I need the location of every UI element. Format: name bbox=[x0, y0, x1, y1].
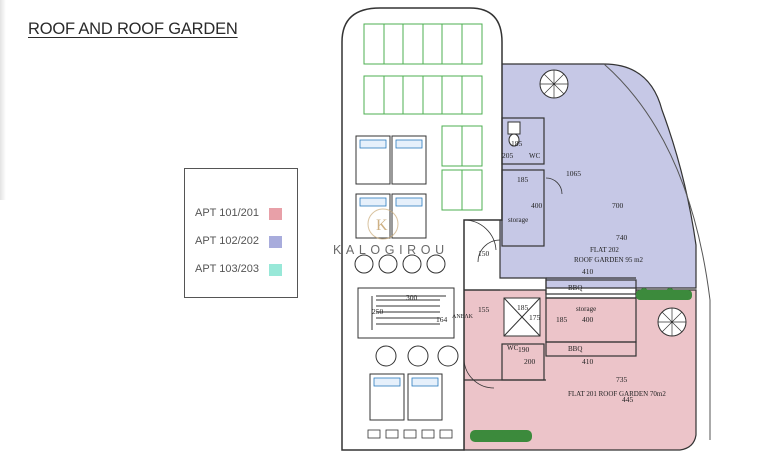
dim-label: 1065 bbox=[566, 169, 581, 178]
room-label: BBQ bbox=[568, 284, 582, 292]
flat-202-roof-garden bbox=[499, 63, 697, 289]
vent-row bbox=[367, 429, 453, 439]
dim-label: 164 bbox=[436, 315, 448, 324]
flat-202-garden-label: ROOF GARDEN 95 m2 bbox=[574, 256, 644, 264]
page-title: ROOF AND ROOF GARDEN bbox=[28, 20, 238, 38]
legend-label: APT 101/201 bbox=[195, 207, 260, 219]
tree-symbols bbox=[539, 69, 687, 337]
dim-label: 400 bbox=[582, 315, 594, 324]
solar-panels-top bbox=[363, 23, 483, 211]
brand-logo: K bbox=[367, 208, 399, 240]
dim-label: 175 bbox=[529, 313, 541, 322]
room-label: storage bbox=[576, 305, 596, 313]
dim-label: 190 bbox=[518, 345, 530, 354]
dim-label: 155 bbox=[478, 305, 490, 314]
dim-label: 150 bbox=[478, 249, 490, 258]
dim-label: ΑΝΕΛΚ bbox=[452, 314, 474, 320]
room-label: BBQ bbox=[568, 345, 582, 353]
legend-box: APT 101/201 APT 102/202 APT 103/203 bbox=[184, 168, 298, 298]
brand-wordmark: KALOGIROU bbox=[333, 243, 449, 257]
room-label: WC bbox=[507, 344, 519, 352]
room-labels: WC storage storage WC BBQ BBQ FLAT 202 R… bbox=[507, 152, 666, 398]
legend-label: APT 102/202 bbox=[195, 235, 260, 247]
dim-label: 700 bbox=[612, 201, 624, 210]
dim-label: 300 bbox=[406, 293, 418, 302]
dim-label: 410 bbox=[582, 267, 594, 276]
flat-201-label: FLAT 201 ROOF GARDEN 70m2 bbox=[568, 390, 666, 398]
scan-edge-shadow bbox=[0, 0, 6, 200]
dim-label: 205 bbox=[502, 151, 514, 160]
dim-label: 740 bbox=[616, 233, 628, 242]
room-label: storage bbox=[508, 216, 528, 224]
dim-label: 200 bbox=[524, 357, 536, 366]
dim-label: 185 bbox=[556, 315, 568, 324]
boundary-curve bbox=[603, 63, 711, 440]
legend-swatch-blue bbox=[269, 236, 282, 248]
lift-shaft bbox=[503, 297, 541, 337]
dim-label: 735 bbox=[616, 375, 628, 384]
dim-label: 185 bbox=[517, 175, 529, 184]
dim-label: 185 bbox=[517, 303, 529, 312]
flat-202-title: FLAT 202 bbox=[590, 246, 619, 254]
toilet-fixture bbox=[507, 121, 521, 147]
dimension-labels: 185 205 185 1065 400 700 740 150 410 155… bbox=[372, 139, 634, 404]
room-label: WC bbox=[529, 152, 541, 160]
legend-swatch-green bbox=[269, 264, 282, 276]
brand-monogram: K bbox=[376, 217, 388, 234]
staircase bbox=[357, 287, 455, 339]
legend-label: APT 103/203 bbox=[195, 263, 260, 275]
legend-swatch-red bbox=[269, 208, 282, 220]
dim-label: 410 bbox=[582, 357, 594, 366]
dim-label: 400 bbox=[531, 201, 543, 210]
dim-label: 250 bbox=[372, 307, 384, 316]
water-heater-units bbox=[355, 135, 443, 421]
ac-units bbox=[354, 254, 459, 367]
interior-walls bbox=[464, 117, 637, 381]
dim-label: 445 bbox=[622, 395, 634, 404]
door-swings bbox=[463, 177, 563, 389]
hedge-planters bbox=[470, 288, 692, 442]
dim-label: 185 bbox=[511, 139, 523, 148]
